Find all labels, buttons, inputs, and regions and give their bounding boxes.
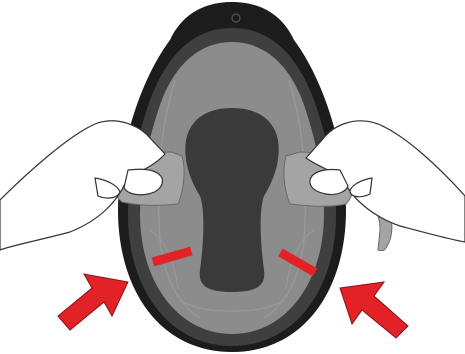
right-hand-thumb — [310, 169, 348, 194]
left-pointing-arrow — [58, 274, 128, 330]
right-pointing-arrow — [340, 282, 408, 338]
left-hand-thumb — [124, 169, 162, 194]
